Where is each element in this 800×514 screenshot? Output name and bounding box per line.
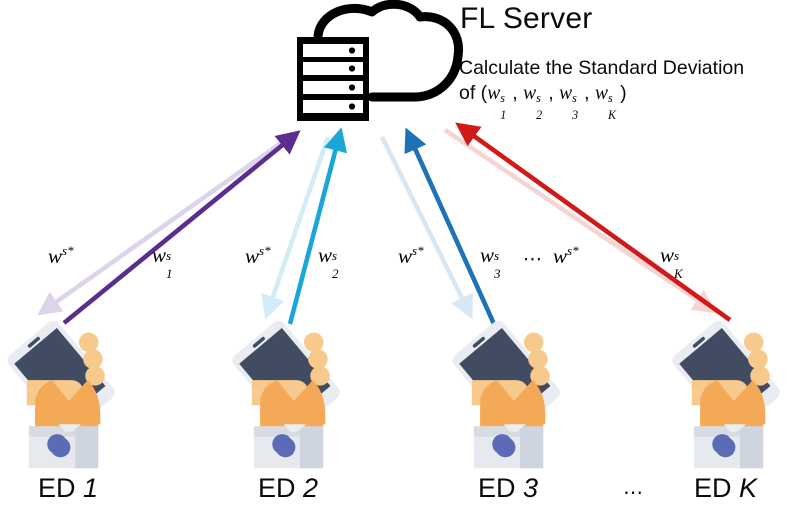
caption-ellipsis: ⋯: [623, 482, 644, 504]
label-down-1: ws*: [48, 243, 74, 268]
caption-edge-device-1: ED 1: [38, 473, 99, 503]
arrow-down-device-4: [443, 128, 717, 314]
arrow-up-server-1: [62, 130, 301, 325]
label-down-2: ws*: [245, 243, 271, 268]
label-down-4: ws*: [553, 243, 579, 268]
calc-open-paren: of (: [459, 82, 488, 104]
arrow-up-server-3: [404, 127, 497, 325]
arrow-down-device-3: [379, 135, 473, 320]
calc-close-paren: ): [620, 82, 627, 104]
arrow-down-device-1: [37, 136, 290, 316]
caption-edge-device-3: ED 3: [478, 473, 539, 503]
edge-device-1: [4, 317, 118, 469]
edge-device-4: [669, 317, 783, 469]
edge-device-3: [449, 317, 563, 469]
label-ellipsis-middle: ⋯: [523, 249, 543, 270]
arrow-up-server-2: [287, 127, 348, 325]
caption-edge-device-2: ED 2: [258, 473, 319, 503]
page-title: FL Server: [460, 2, 593, 35]
calc-line-1: Calculate the Standard Deviation: [459, 57, 745, 79]
label-down-3: ws*: [398, 243, 424, 268]
edge-device-2: [229, 317, 343, 469]
arrow-down-device-2: [261, 136, 331, 320]
arrow-up-server-4: [455, 122, 732, 322]
caption-edge-device-k: ED K: [694, 473, 758, 503]
